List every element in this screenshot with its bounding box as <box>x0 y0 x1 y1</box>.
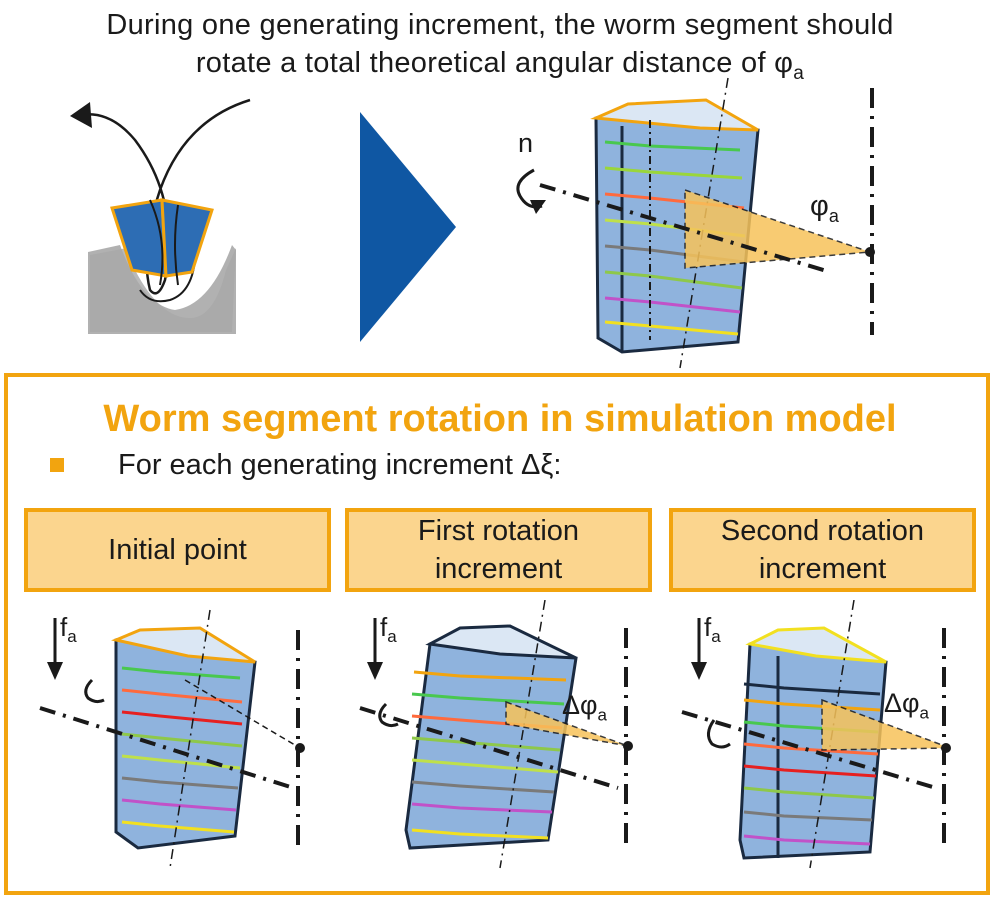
feed-label-first-sub: a <box>387 627 397 647</box>
step-box-second-rotation: Second rotation increment <box>669 508 976 592</box>
rotation-label: n <box>518 128 534 158</box>
grinding-illustration <box>70 98 251 334</box>
panel-second-rotation <box>681 600 951 869</box>
step-box-initial: Initial point <box>24 508 331 592</box>
simulation-title: Worm segment rotation in simulation mode… <box>103 398 897 440</box>
worm-tooth-right <box>160 198 214 278</box>
delta-angle-label-second-text: Δφ <box>884 688 920 718</box>
worm-segment-top <box>516 77 875 369</box>
step-label-second-rotation: Second rotation increment <box>720 515 925 585</box>
step-label-first-rotation: First rotation increment <box>417 515 580 585</box>
tool-path-overlay <box>149 199 179 286</box>
header-text: During one generating increment, the wor… <box>0 6 1000 93</box>
worm-top-face <box>590 98 759 132</box>
feed-arrow-icon <box>47 662 63 680</box>
feed-label-first-text: f <box>380 612 388 642</box>
feed-arrow-icon <box>367 662 383 680</box>
bullet-text: For each generating increment Δξ: <box>118 449 562 481</box>
panel-first-rotation <box>359 600 633 869</box>
header-line-2-sub: a <box>793 62 805 84</box>
feed-label-second: fa <box>704 612 721 647</box>
feed-label-initial-sub: a <box>67 627 77 647</box>
tool-path-arrow-head <box>70 102 92 128</box>
tool-path-left <box>79 98 251 295</box>
feed-label-first: fa <box>380 612 397 647</box>
delta-angle-label-first: Δφa <box>562 690 607 725</box>
bullet-icon <box>50 458 64 472</box>
rotation-direction-icon <box>84 678 105 704</box>
angle-label-sub: a <box>828 205 839 226</box>
delta-angle-label-first-sub: a <box>597 705 608 725</box>
worm-top-face <box>745 626 887 664</box>
header-line-2-text: rotate a total theoretical angular dista… <box>195 47 794 79</box>
feed-arrow-icon <box>691 662 707 680</box>
worm-top-face <box>425 624 577 660</box>
angle-label: φa <box>810 190 839 227</box>
feed-label-initial-text: f <box>60 612 68 642</box>
delta-angle-label-first-text: Δφ <box>562 690 598 720</box>
step-box-first-rotation: First rotation increment <box>345 508 652 592</box>
rotation-angle-wedge <box>684 188 871 269</box>
top-diagram <box>70 77 875 369</box>
workpiece-shape <box>88 245 236 334</box>
rotation-direction-icon <box>707 719 731 749</box>
step-label-initial: Initial point <box>108 534 247 566</box>
rotation-center <box>865 247 875 257</box>
panel-initial <box>39 609 305 869</box>
feed-label-initial: fa <box>60 612 77 647</box>
delta-angle-label-second-sub: a <box>919 703 930 723</box>
header-line-1: During one generating increment, the wor… <box>106 9 894 41</box>
delta-angle-label-second: Δφa <box>884 688 929 723</box>
rotation-direction-icon <box>378 702 399 728</box>
feed-label-second-text: f <box>704 612 712 642</box>
simulation-box <box>4 373 990 895</box>
delta-angle-wedge <box>821 698 951 751</box>
feed-label-second-sub: a <box>711 627 721 647</box>
header-line-2: rotate a total theoretical angular dista… <box>0 44 1000 93</box>
worm-top-face <box>111 626 256 664</box>
angle-label-text: φ <box>810 190 829 222</box>
process-arrow-icon <box>360 112 456 342</box>
delta-angle-wedge <box>505 700 629 747</box>
